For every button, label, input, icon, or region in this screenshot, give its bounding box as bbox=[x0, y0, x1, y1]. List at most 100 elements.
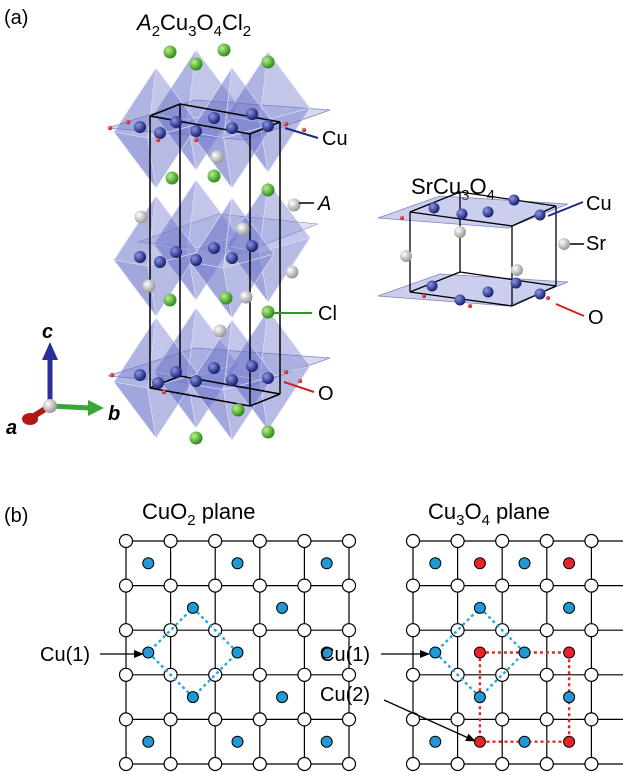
cuo2-oxygen-site bbox=[208, 533, 223, 549]
cu3o4-oxygen-site bbox=[584, 533, 599, 549]
a-site-label: A bbox=[317, 193, 331, 215]
cu3o4-oxygen-site bbox=[584, 712, 599, 727]
cu1-site bbox=[518, 646, 531, 659]
cu3o4-oxygen-site bbox=[584, 756, 599, 772]
cu-atom bbox=[190, 375, 202, 387]
cu-leader-line-right bbox=[547, 201, 584, 217]
cu-atom bbox=[454, 294, 466, 306]
sr-atom bbox=[454, 226, 466, 238]
o-leader-line-right bbox=[555, 303, 585, 317]
cu-atom bbox=[482, 286, 494, 298]
cu1-site bbox=[186, 691, 199, 704]
cl-atom bbox=[189, 57, 203, 71]
cuo2-oxygen-site bbox=[341, 712, 357, 727]
cu3o4-plane-lattice bbox=[405, 533, 623, 772]
cuo2-oxygen-site bbox=[208, 756, 223, 772]
cu-atom bbox=[534, 209, 546, 221]
a-site-atom bbox=[142, 279, 156, 293]
cu1-site bbox=[231, 735, 244, 748]
cu3o4-plane-sheet bbox=[377, 195, 569, 229]
cu2-site bbox=[563, 735, 576, 748]
cuo6-octahedron bbox=[147, 123, 199, 189]
cu3o4-oxygen-site bbox=[450, 712, 465, 727]
cu2-site bbox=[473, 557, 486, 570]
cl-atom bbox=[261, 305, 275, 319]
cu3o4-oxygen-site bbox=[539, 756, 554, 772]
cu2-site bbox=[563, 646, 576, 659]
cl-atom bbox=[163, 293, 177, 307]
cu1-site bbox=[563, 691, 576, 704]
cuo2-oxygen-site bbox=[341, 623, 357, 638]
cl-atom bbox=[189, 431, 203, 445]
cu-atom bbox=[208, 112, 220, 124]
o-atom bbox=[422, 294, 426, 298]
cu-atom bbox=[226, 122, 238, 134]
cu1-site bbox=[429, 646, 442, 659]
cu-atom bbox=[246, 108, 258, 120]
cuo2-plane-title: CuO2 plane bbox=[142, 499, 256, 529]
cl-atom bbox=[219, 291, 233, 305]
cuo2-oxygen-site bbox=[252, 756, 267, 772]
o-atom bbox=[193, 137, 199, 143]
o-atom bbox=[283, 121, 289, 127]
cuo2-oxygen-site bbox=[118, 667, 134, 682]
a-site-atom bbox=[134, 210, 148, 224]
cu-atom bbox=[246, 360, 258, 372]
cu3o4-plane-title: Cu3O4 plane bbox=[428, 499, 550, 529]
cu1-site bbox=[186, 601, 199, 614]
cl-label: Cl bbox=[318, 303, 337, 325]
cu1-site bbox=[276, 601, 289, 614]
o-atom bbox=[109, 372, 115, 378]
o-label-left: O bbox=[318, 383, 334, 405]
cu2-site bbox=[473, 735, 486, 748]
cu-atom bbox=[134, 369, 146, 381]
cuo2-oxygen-site bbox=[341, 756, 357, 772]
cu3o4-oxygen-site bbox=[539, 667, 554, 682]
o-atom bbox=[107, 125, 113, 131]
cl-atom bbox=[261, 55, 275, 69]
o-atom bbox=[468, 304, 472, 308]
axis-b-label: b bbox=[108, 403, 120, 425]
cu1-site bbox=[320, 557, 333, 570]
a-site-atom bbox=[285, 265, 299, 279]
cuo2-oxygen-site bbox=[118, 756, 134, 772]
unit-cell-edge bbox=[511, 285, 557, 307]
cu3o4-oxygen-site bbox=[539, 578, 554, 593]
cuo6-octahedron bbox=[223, 375, 275, 441]
cu-atom bbox=[152, 377, 164, 389]
cu2-unit-cell-dashed bbox=[478, 651, 571, 743]
cl-atom bbox=[165, 171, 179, 185]
cu-atom bbox=[482, 206, 494, 218]
cu-atom bbox=[534, 288, 546, 300]
cu3o4-oxygen-site bbox=[405, 756, 421, 772]
o-atom bbox=[283, 369, 289, 375]
cu3o4-oxygen-site bbox=[405, 667, 421, 682]
cu1-site bbox=[231, 557, 244, 570]
o-atom bbox=[546, 296, 550, 300]
cl-atom bbox=[207, 169, 221, 183]
cuo2-oxygen-site bbox=[118, 712, 134, 727]
cuo2-oxygen-site bbox=[341, 533, 357, 549]
cuo2-oxygen-site bbox=[163, 712, 178, 727]
cu-atom bbox=[154, 256, 166, 268]
cu3o4-oxygen-site bbox=[450, 533, 465, 549]
cuo2-oxygen-site bbox=[297, 712, 312, 727]
cuo2-oxygen-site bbox=[208, 712, 223, 727]
cu-atom bbox=[426, 280, 438, 292]
cu-atom bbox=[226, 374, 238, 386]
cu-atom bbox=[190, 125, 202, 137]
cu1-site bbox=[142, 557, 155, 570]
panel-a-label: (a) bbox=[4, 7, 28, 29]
o-label-right: O bbox=[588, 307, 604, 329]
cu-label-left: Cu bbox=[322, 128, 348, 150]
o-atom bbox=[400, 216, 404, 220]
cuo2-oxygen-site bbox=[297, 623, 312, 638]
cu3o4-oxygen-site bbox=[584, 667, 599, 682]
cu3o4-oxygen-site bbox=[495, 712, 510, 727]
a-site-atom bbox=[210, 150, 224, 164]
cu2-label: Cu(2) bbox=[320, 684, 370, 706]
o-atom bbox=[297, 378, 303, 384]
cu-atom bbox=[134, 121, 146, 133]
cu3o4-oxygen-site bbox=[584, 623, 599, 638]
cu-atom bbox=[190, 254, 202, 266]
